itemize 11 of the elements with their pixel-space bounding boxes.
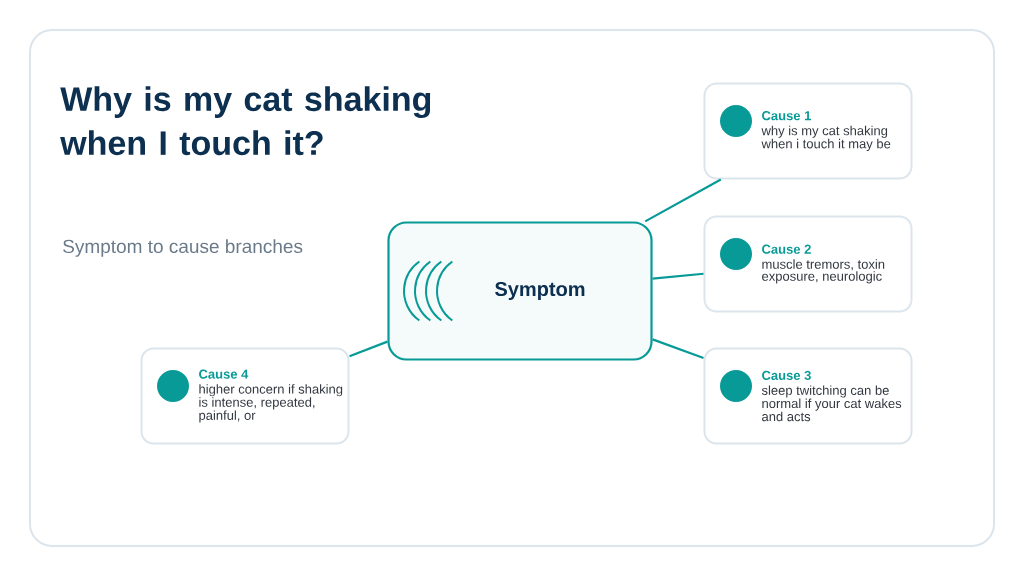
cause-card: Cause 3 sleep twitching can be normal if your cat wakes and acts xyxy=(703,347,913,445)
cause-card: Cause 4 higher concern if shaking is intense, repeated, painful, or xyxy=(140,347,350,445)
cause-card: Cause 2 muscle tremors, toxin exposure, neurologic xyxy=(703,215,913,313)
title: Why is my cat shaking when I touch it? xyxy=(60,86,431,156)
connector-line xyxy=(644,178,722,223)
connector-line xyxy=(349,340,388,358)
symptom-box: Symptom xyxy=(387,221,653,361)
cause-card: Cause 1 why is my cat shaking when i touch it may be xyxy=(703,82,913,180)
connector-line xyxy=(652,338,704,360)
connector-line xyxy=(652,272,704,280)
subtitle: Symptom to cause branches xyxy=(63,239,303,257)
